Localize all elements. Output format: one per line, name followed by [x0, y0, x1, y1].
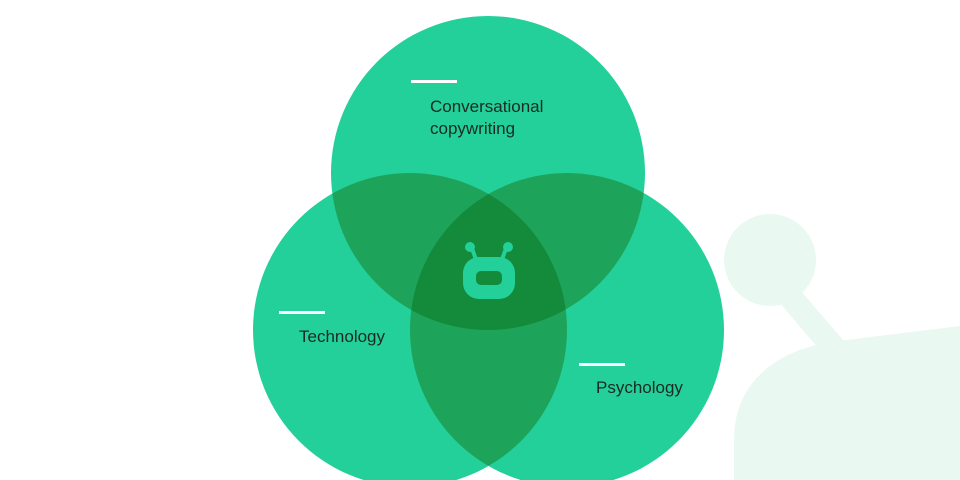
background-robot-icon	[724, 214, 960, 480]
overlap-center	[410, 173, 567, 330]
set-label-line: copywriting	[430, 119, 516, 138]
set-label-line: Psychology	[596, 378, 683, 397]
set-label-psychology: Psychology	[596, 377, 683, 399]
set-label-technology: Technology	[299, 326, 385, 348]
background-antenna-stem	[762, 268, 850, 362]
background-antenna-ball	[724, 214, 816, 306]
label-dash-top	[411, 80, 457, 83]
label-dash-right	[579, 363, 625, 366]
label-dash-left	[279, 311, 325, 314]
set-label-line: Conversational	[430, 97, 544, 116]
set-label-line: Technology	[299, 327, 386, 346]
robot-head-icon	[463, 242, 515, 299]
background-robot-head	[734, 326, 960, 480]
set-label-conversational-copywriting: Conversational copywriting	[430, 96, 543, 140]
